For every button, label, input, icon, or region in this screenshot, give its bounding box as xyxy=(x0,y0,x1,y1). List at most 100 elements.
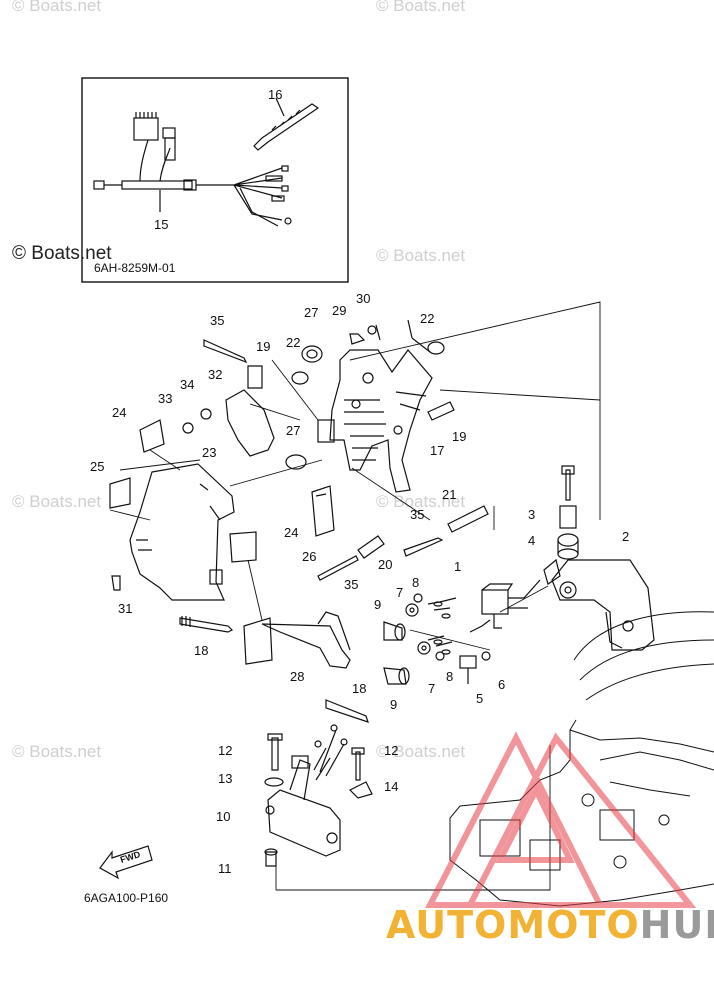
fwd-arrow-icon xyxy=(99,845,153,880)
callout-label: 17 xyxy=(430,443,445,458)
callout-label: 35 xyxy=(210,313,225,328)
callout-label: 1 xyxy=(454,559,462,574)
bolt-part xyxy=(351,747,365,781)
cable-tie-part xyxy=(317,555,359,581)
terminal-hardware xyxy=(383,593,491,685)
callout-label: 27 xyxy=(286,423,301,438)
callout-label: 9 xyxy=(374,597,382,612)
callout-label: 2 xyxy=(622,529,630,544)
callout-label: 24 xyxy=(284,525,299,540)
callout-label: 9 xyxy=(390,697,398,712)
callout-label: 33 xyxy=(158,391,173,406)
automotohub-logo: AUTOMOTOHUB xyxy=(386,903,714,947)
callout-label: 35 xyxy=(344,577,359,592)
callout-label: 4 xyxy=(528,533,536,548)
callout-label: 5 xyxy=(476,691,484,706)
callout-label: 8 xyxy=(412,575,420,590)
watermark: © Boats.net xyxy=(376,0,466,15)
cable-tie-part xyxy=(253,103,320,151)
washer-part xyxy=(264,777,284,787)
watermark: © Boats.net xyxy=(12,0,102,15)
clip-part xyxy=(348,781,373,799)
bolt-part xyxy=(267,733,283,771)
cable-tie-part xyxy=(325,699,369,723)
sleeve-part xyxy=(447,505,489,533)
bracket-assembly-part xyxy=(317,319,433,493)
pad-part xyxy=(229,531,257,563)
holder-part xyxy=(311,485,335,537)
grommet-part xyxy=(557,533,579,547)
bolt-part xyxy=(561,465,575,501)
callout-label: 22 xyxy=(420,311,435,326)
callout-label: 18 xyxy=(352,681,367,696)
watermark: © Boats.net xyxy=(376,492,466,511)
screw-part xyxy=(111,575,121,591)
callout-label: 10 xyxy=(216,809,231,824)
automotohub-triangle-logo xyxy=(425,731,697,908)
callout-label: 34 xyxy=(180,377,195,392)
callout-label: 14 xyxy=(384,779,399,794)
callout-label: 31 xyxy=(118,601,133,616)
callout-label: 3 xyxy=(528,507,536,522)
callout-label: 7 xyxy=(396,585,404,600)
sleeve-part xyxy=(427,401,455,421)
callout-label: 26 xyxy=(302,549,317,564)
clip-part xyxy=(427,341,445,355)
watermark-copyright: © Boats.net xyxy=(12,243,112,264)
callout-label: 20 xyxy=(378,557,393,572)
cover-part xyxy=(129,463,235,601)
inset-frame xyxy=(81,77,349,283)
wire-guide-part xyxy=(243,611,351,669)
wire-harness-part xyxy=(93,112,292,227)
callout-label: 19 xyxy=(256,339,271,354)
sleeve-part xyxy=(357,535,385,559)
callout-label: 22 xyxy=(286,335,301,350)
collar-part xyxy=(559,505,577,529)
sleeve-part xyxy=(247,365,263,389)
washer-part xyxy=(200,408,212,420)
screw-part xyxy=(182,422,194,434)
callout-label: 18 xyxy=(194,643,209,658)
watermark: © Boats.net xyxy=(12,492,102,511)
grommet-part xyxy=(301,345,323,363)
pad-part xyxy=(139,419,165,453)
callout-label: 23 xyxy=(202,445,217,460)
callout-label: 24 xyxy=(112,405,127,420)
leader-lines xyxy=(109,301,601,891)
callout-label: 15 xyxy=(154,217,169,232)
callout-label: 32 xyxy=(208,367,223,382)
bracket-plate-part xyxy=(551,559,655,651)
callout-label: 8 xyxy=(446,669,454,684)
watermark: © Boats.net xyxy=(376,246,466,265)
pad-part xyxy=(109,477,131,509)
inset-part-code: 6AH-8259M-01 xyxy=(94,261,176,275)
callout-label: 25 xyxy=(90,459,105,474)
cable-tie-part xyxy=(203,339,248,364)
callout-label: 29 xyxy=(332,303,347,318)
relay-part xyxy=(481,558,561,629)
watermark: © Boats.net xyxy=(12,742,102,761)
callout-label: 21 xyxy=(442,487,457,502)
bracket-part xyxy=(225,389,275,457)
callout-label: 19 xyxy=(452,429,467,444)
washer-part xyxy=(367,325,377,335)
callout-label: 7 xyxy=(428,681,436,696)
callout-label: 12 xyxy=(218,743,233,758)
callout-label: 35 xyxy=(410,507,425,522)
callout-label: 28 xyxy=(290,669,305,684)
logo-part-2: HUB xyxy=(639,903,714,947)
callout-label: 27 xyxy=(304,305,319,320)
watermark: © Boats.net xyxy=(376,742,466,761)
callout-label: 6 xyxy=(498,677,506,692)
callout-label: 13 xyxy=(218,771,233,786)
callout-label: 11 xyxy=(218,861,232,876)
rectifier-part xyxy=(265,724,348,857)
screw-part xyxy=(349,333,366,345)
logo-part-1: AUTOMOTO xyxy=(386,903,640,947)
cable-tie-part xyxy=(179,617,234,633)
diagram-code: 6AGA100-P160 xyxy=(84,891,169,905)
grommet-part xyxy=(285,454,307,470)
callout-label: 16 xyxy=(268,87,283,102)
callout-label: 12 xyxy=(384,743,399,758)
